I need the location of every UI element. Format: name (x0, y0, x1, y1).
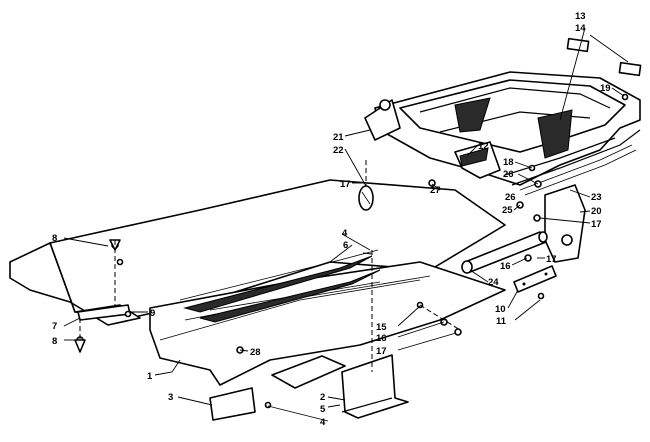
callout-21: 21 (333, 132, 344, 143)
callout-2: 2 (320, 392, 325, 403)
callout-4-bottom: 4 (320, 417, 326, 428)
hinge-plate-10 (513, 265, 557, 293)
callout-20: 20 (591, 206, 602, 217)
callout-5: 5 (320, 404, 326, 415)
rack-bracket-left (364, 99, 401, 141)
bracket-12 (454, 141, 501, 179)
callout-7: 7 (52, 321, 57, 332)
side-rail-strips (179, 249, 381, 323)
callout-12: 12 (478, 141, 489, 152)
leader-lines (63, 27, 629, 422)
callout-10: 10 (495, 304, 506, 315)
callout-24: 24 (488, 277, 499, 288)
callout-23: 23 (591, 192, 602, 203)
plate-3 (209, 387, 256, 421)
corner-bracket-2 (341, 354, 409, 419)
callout-8-bottom: 8 (52, 336, 57, 347)
callout-8-top: 8 (52, 233, 57, 244)
assembly-centerlines (79, 160, 461, 372)
callout-1: 1 (147, 371, 153, 382)
callout-labels: 8 8 7 9 1 3 2 5 4 28 4 6 15 16 17 24 16 … (52, 11, 611, 428)
cross-tube-24 (461, 231, 548, 274)
callout-26-lower: 26 (505, 192, 516, 203)
callout-28: 28 (250, 347, 261, 358)
callout-3: 3 (168, 392, 173, 403)
callout-17-left: 17 (340, 179, 351, 190)
callout-17-far-right: 17 (591, 219, 602, 230)
callout-27: 27 (430, 185, 441, 196)
rear-plate-20 (544, 184, 586, 263)
callout-6: 6 (343, 240, 348, 251)
callout-15: 15 (376, 322, 387, 333)
callout-14: 14 (575, 23, 586, 34)
callout-4-top: 4 (342, 228, 348, 239)
callout-25: 25 (502, 205, 513, 216)
flap-5 (271, 355, 346, 389)
callout-26: 26 (503, 169, 514, 180)
callout-17-right: 17 (546, 254, 557, 265)
decal-13 (566, 37, 590, 53)
callout-11: 11 (496, 316, 507, 327)
callout-19: 19 (600, 83, 611, 94)
callout-13: 13 (575, 11, 586, 22)
decal-14 (618, 61, 642, 77)
callout-18: 18 (503, 157, 514, 168)
rear-rack-frame (374, 71, 641, 196)
callout-16-right: 16 (500, 261, 511, 272)
callout-16: 16 (376, 333, 387, 344)
callout-22: 22 (333, 145, 344, 156)
callout-9: 9 (150, 308, 155, 319)
badge-22 (358, 185, 374, 211)
callout-17: 17 (376, 346, 387, 357)
